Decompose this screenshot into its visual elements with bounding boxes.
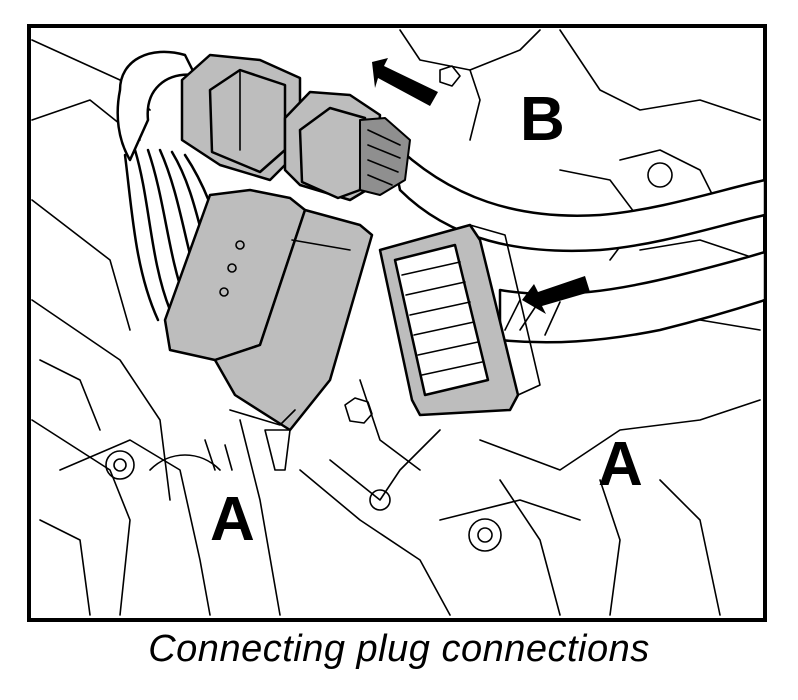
connector-b: [180, 53, 411, 202]
callout-label-a-right: A: [598, 430, 643, 499]
connector-a-right: [378, 223, 541, 417]
figure-caption: Connecting plug connections: [148, 628, 650, 670]
arrow-icon: [522, 276, 590, 314]
arrow-icon: [372, 58, 438, 106]
callout-label-a-left: A: [210, 485, 255, 554]
callout-label-b: B: [520, 85, 565, 154]
connector-a-left: [163, 188, 374, 432]
